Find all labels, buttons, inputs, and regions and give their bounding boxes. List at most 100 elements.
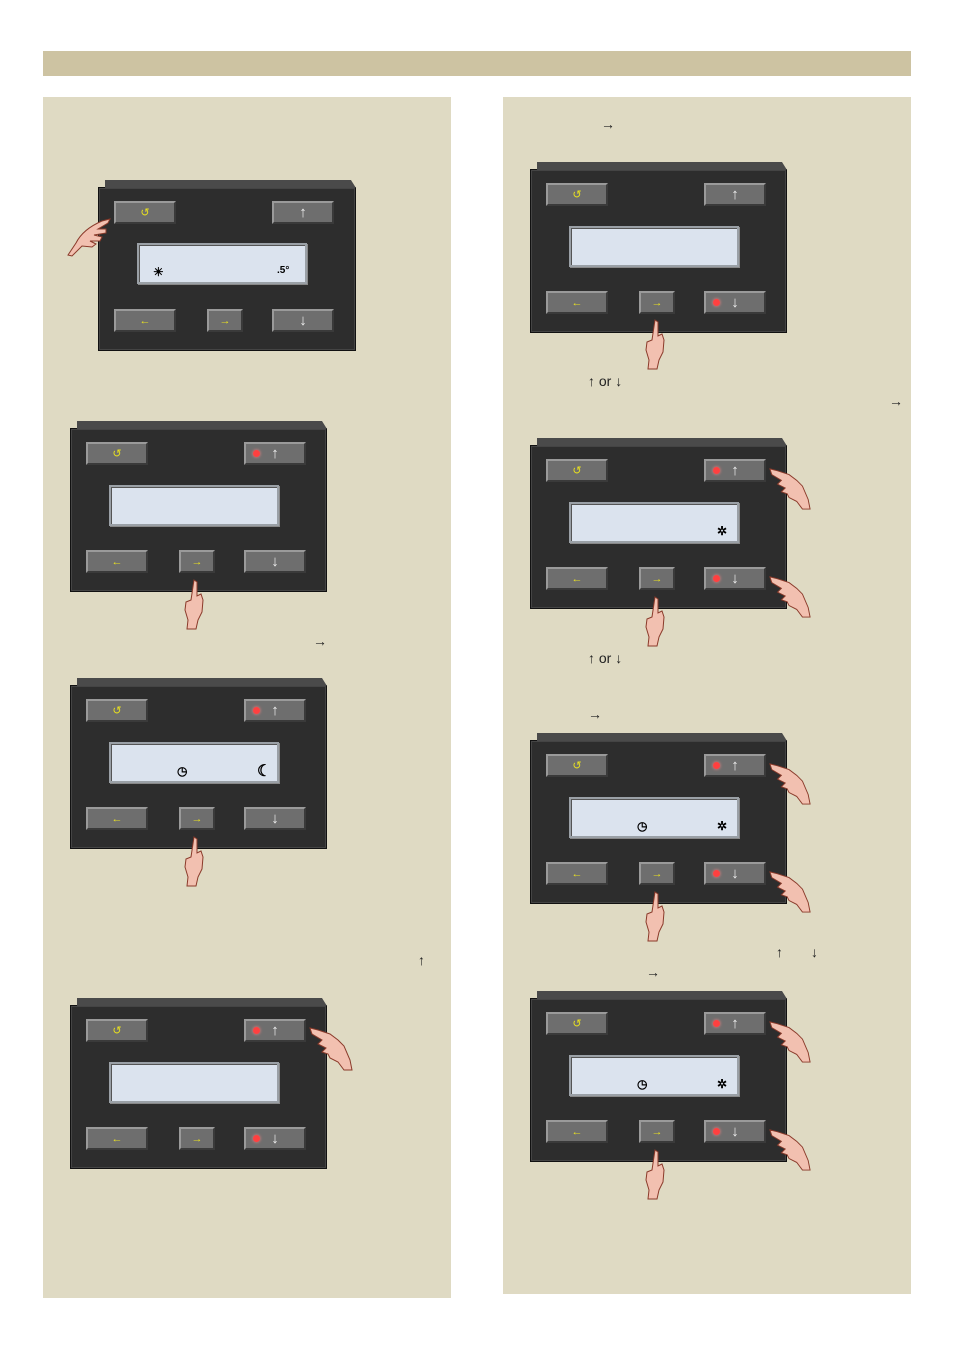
note-right-arrow: → [313, 633, 327, 649]
down-button[interactable]: ↓ [704, 567, 766, 590]
down-arrow-icon: ↓ [731, 1123, 739, 1140]
down-button[interactable]: ↓ [704, 1120, 766, 1143]
down-button[interactable]: ↓ [704, 862, 766, 885]
clock-icon: ◷ [637, 819, 648, 833]
right-button[interactable]: → [639, 291, 675, 314]
down-arrow-icon: ↓ [615, 373, 623, 389]
header-bar [43, 51, 911, 76]
up-arrow-icon: ↑ [731, 757, 739, 774]
up-button[interactable]: ↑ [272, 201, 334, 224]
back-icon: ↺ [572, 1018, 582, 1030]
left-arrow-icon: ← [139, 314, 151, 327]
back-icon: ↺ [572, 465, 582, 477]
down-button[interactable]: ↓ [244, 550, 306, 573]
down-arrow-icon: ↓ [271, 810, 279, 827]
or-text: or [598, 650, 612, 666]
right-button[interactable]: → [179, 550, 215, 573]
right-arrow-icon: → [651, 867, 663, 880]
hand-pointer-icon [645, 1149, 665, 1200]
down-arrow-icon: ↓ [731, 294, 739, 311]
snowflake-icon: ✲ [717, 524, 728, 538]
right-button[interactable]: → [179, 807, 215, 830]
down-button[interactable]: ↓ [272, 309, 334, 332]
snowflake-icon: ✲ [717, 1077, 728, 1091]
right-button[interactable]: → [179, 1127, 215, 1150]
clock-icon: ◷ [637, 1077, 648, 1091]
right-arrow-icon: → [191, 1132, 203, 1145]
hand-pointer-icon [184, 579, 204, 630]
left-button[interactable]: ← [86, 550, 148, 573]
down-button[interactable]: ↓ [244, 1127, 306, 1150]
hand-pointer-icon [184, 836, 204, 887]
left-button[interactable]: ← [546, 291, 608, 314]
back-button[interactable]: ↺ [86, 699, 148, 722]
left-arrow-icon: ← [571, 572, 583, 585]
left-button[interactable]: ← [546, 1120, 608, 1143]
back-button[interactable]: ↺ [86, 442, 148, 465]
left-arrow-icon: ← [571, 1125, 583, 1138]
up-arrow-icon: ↑ [271, 702, 279, 719]
note-right-arrow: → [588, 706, 602, 722]
down-arrow-icon: ↓ [615, 650, 623, 666]
up-button[interactable]: ↑ [704, 459, 766, 482]
lcd-display: ☀ .5° [137, 243, 307, 284]
right-button[interactable]: → [207, 309, 243, 332]
up-arrow-icon: ↑ [731, 1015, 739, 1032]
right-button[interactable]: → [639, 1120, 675, 1143]
right-button[interactable]: → [639, 862, 675, 885]
up-button[interactable]: ↑ [244, 699, 306, 722]
note-right-arrow: → [889, 393, 903, 409]
hand-pointer-icon [769, 468, 811, 510]
back-button[interactable]: ↺ [546, 754, 608, 777]
down-button[interactable]: ↓ [704, 291, 766, 314]
up-button[interactable]: ↑ [244, 1019, 306, 1042]
up-button[interactable]: ↑ [704, 1012, 766, 1035]
up-button[interactable]: ↑ [704, 183, 766, 206]
left-button[interactable]: ← [86, 807, 148, 830]
up-arrow-icon: ↑ [588, 650, 595, 666]
note-up-or-down: ↑ or ↓ [588, 373, 622, 389]
up-button[interactable]: ↑ [704, 754, 766, 777]
temperature-readout: .5° [277, 265, 290, 276]
led-indicator [253, 1027, 260, 1034]
thermostat-device-7: ↺ ↑ ◷ ✲ ← → ↓ [530, 740, 787, 904]
note-up-or-down: ↑ or ↓ [588, 650, 622, 666]
lcd-display: ✲ [569, 502, 739, 543]
thermostat-device-3: ↺ ↑ ◷ ☾ ← → ↓ [70, 685, 327, 849]
back-button[interactable]: ↺ [546, 1012, 608, 1035]
right-button[interactable]: → [639, 567, 675, 590]
left-button[interactable]: ← [546, 567, 608, 590]
left-button[interactable]: ← [86, 1127, 148, 1150]
back-button[interactable]: ↺ [114, 201, 176, 224]
clock-icon: ◷ [177, 764, 188, 778]
back-icon: ↺ [572, 189, 582, 201]
left-arrow-icon: ← [571, 867, 583, 880]
back-icon: ↺ [140, 207, 150, 219]
moon-icon: ☾ [257, 763, 272, 780]
left-button[interactable]: ← [546, 862, 608, 885]
back-button[interactable]: ↺ [86, 1019, 148, 1042]
down-button[interactable]: ↓ [244, 807, 306, 830]
left-button[interactable]: ← [114, 309, 176, 332]
down-arrow-icon: ↓ [731, 570, 739, 587]
back-button[interactable]: ↺ [546, 183, 608, 206]
down-arrow-icon: ↓ [271, 553, 279, 570]
lcd-display [109, 485, 279, 526]
thermostat-device-5: ↺ ↑ ← → ↓ [530, 169, 787, 333]
note-down-arrow: ↓ [811, 944, 818, 960]
hand-pointer-icon [769, 1021, 811, 1063]
right-arrow-icon: → [651, 296, 663, 309]
back-button[interactable]: ↺ [546, 459, 608, 482]
right-arrow-icon: → [191, 812, 203, 825]
note-up-arrow: ↑ [776, 944, 783, 960]
led-indicator [713, 870, 720, 877]
note-right-arrow: → [646, 964, 660, 980]
up-button[interactable]: ↑ [244, 442, 306, 465]
lcd-display [109, 1062, 279, 1103]
right-arrow-icon: → [191, 555, 203, 568]
down-arrow-icon: ↓ [299, 312, 307, 329]
lcd-display [569, 226, 739, 267]
hand-pointer-icon [645, 596, 665, 647]
lcd-display: ◷ ☾ [109, 742, 279, 783]
hand-pointer-icon [769, 576, 811, 618]
